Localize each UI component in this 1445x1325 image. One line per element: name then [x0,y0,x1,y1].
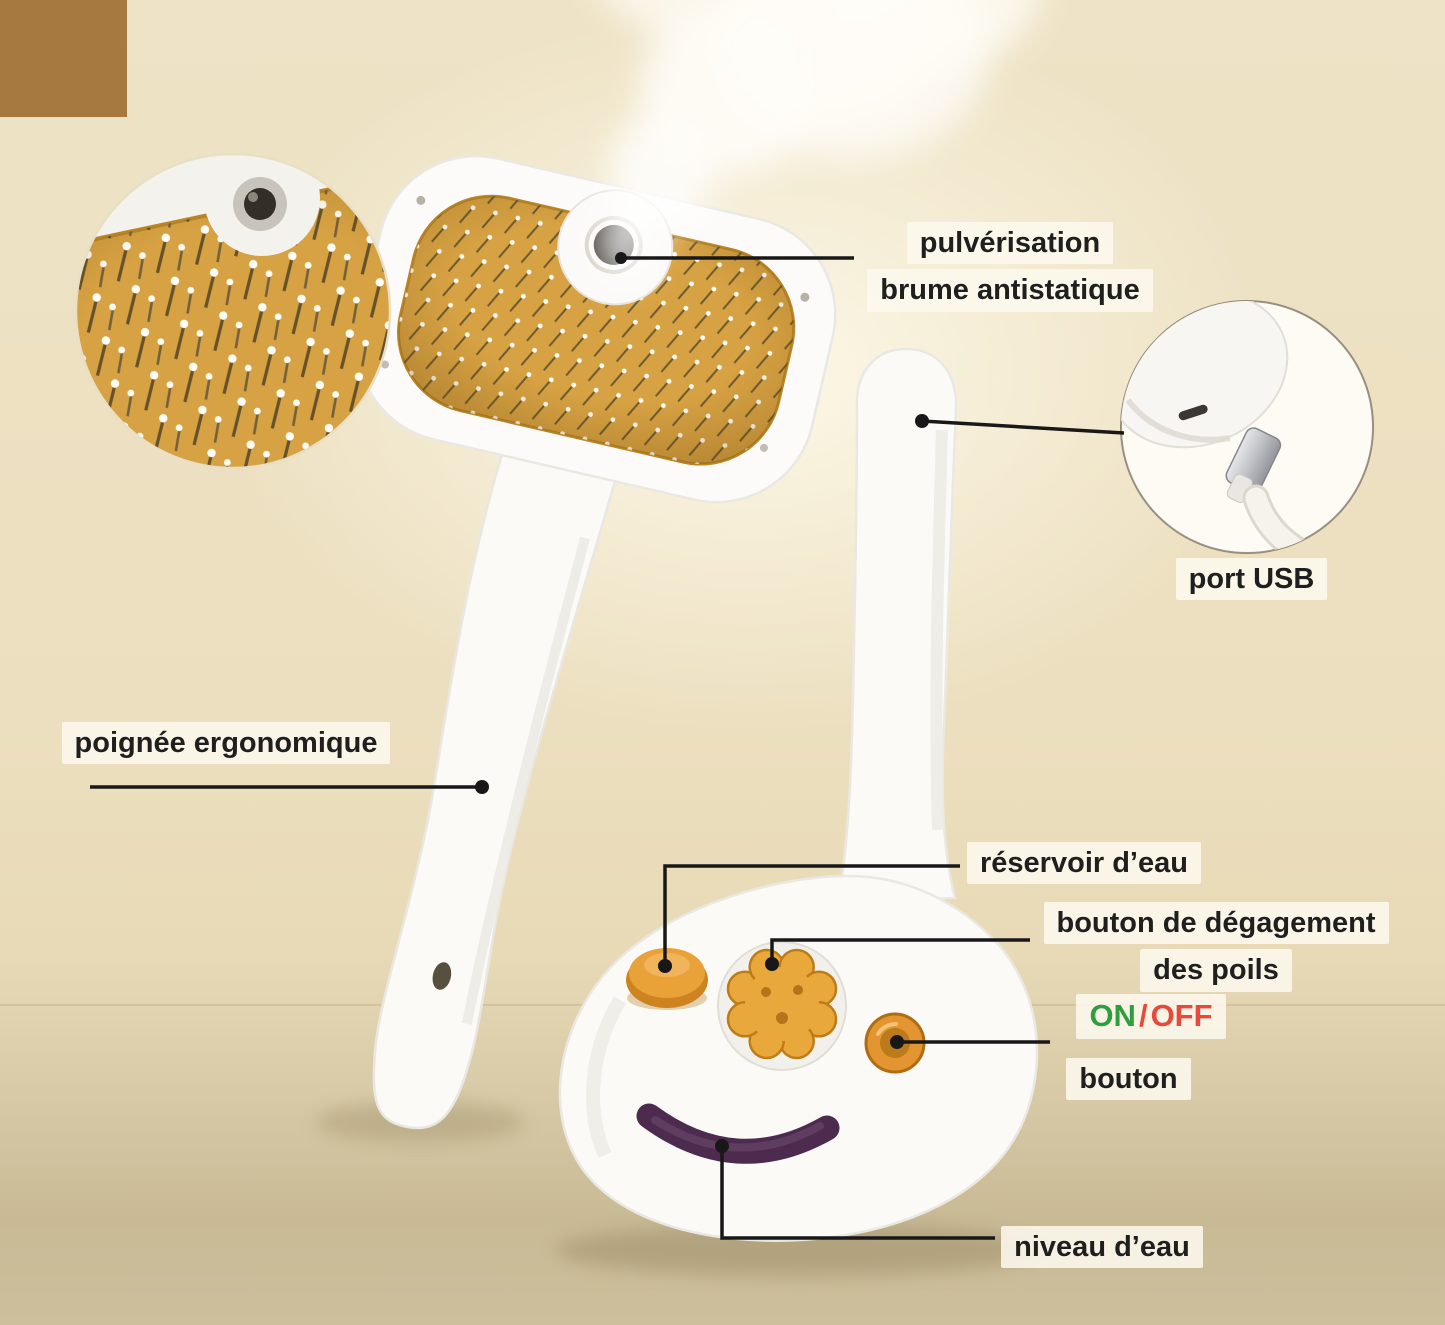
annotation-lines [90,256,1125,1240]
label-spray-line1: pulvérisation [906,222,1114,265]
bristle-magnifier [74,152,392,470]
label-power-button: bouton [1046,1058,1211,1101]
water-tank-cap [626,948,708,1010]
annotation-dots [475,252,929,1153]
brush-front-handle [372,426,625,1130]
label-spray-mist: pulvérisation brume antistatique [845,222,1175,312]
handle-hole [432,962,452,990]
label-water-reservoir: réservoir d’eau [950,842,1218,885]
steam-mist [597,0,1040,280]
label-spray-line2: brume antistatique [867,269,1153,312]
off-text: OFF [1150,998,1213,1033]
brush-back [558,347,1039,1242]
screw-dot [800,292,810,302]
line-reservoir [663,864,960,966]
brush-front [356,154,837,1130]
line-usb [921,419,1125,435]
usb-port-slot [1178,404,1208,421]
corner-color-swatch [0,0,127,117]
label-hair-release: bouton de dégagement des poils [1026,902,1406,992]
label-ergonomic-handle: poignée ergonomique [50,722,402,765]
label-release-line1: bouton de dégagement [1043,902,1389,945]
slash-text: / [1138,998,1148,1033]
line-water [720,1146,995,1240]
label-on-off: ON/OFF [1058,994,1244,1039]
screw-dot [416,195,426,205]
line-release [770,938,1030,964]
screw-dot [759,443,768,452]
on-text: ON [1089,998,1136,1033]
label-release-line2: des poils [1140,949,1292,992]
label-usb-port: port USB [1164,558,1339,601]
screw-dot [380,360,389,369]
hair-release-button [717,941,847,1071]
label-water-level: niveau d’eau [992,1226,1212,1269]
